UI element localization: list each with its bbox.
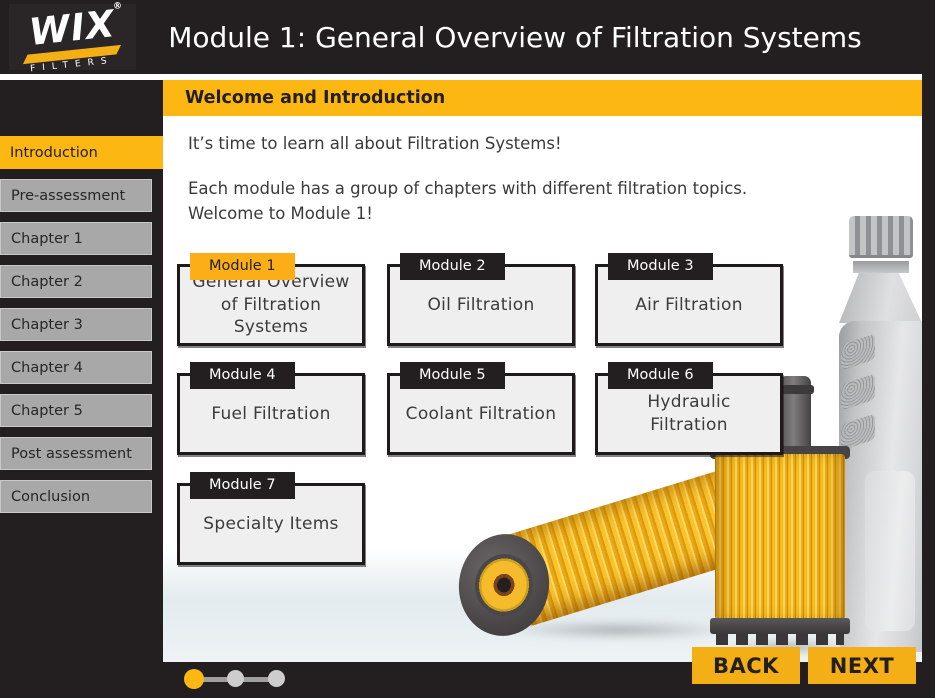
module-card-7-title: Specialty Items: [203, 513, 339, 534]
header-divider: [0, 74, 922, 80]
slide-content: Welcome and Introduction It’s time to le…: [163, 80, 922, 662]
wix-filters-logo: WIX® FILTERS: [9, 1, 136, 74]
module-card-1-tag: Module 1: [190, 253, 295, 280]
module-card-4-title: Fuel Filtration: [211, 403, 331, 424]
module-card-2-title: Oil Filtration: [427, 294, 535, 315]
bottle-collar: [853, 261, 909, 273]
module-card-7-tag: Module 7: [190, 472, 295, 499]
filter-tube-band: [776, 385, 814, 394]
bottle-grip-texture: [841, 373, 875, 411]
sidebar-item-chapter-4[interactable]: Chapter 4: [0, 351, 152, 384]
intro-line-3: Welcome to Module 1!: [188, 204, 373, 223]
bottle-grip-texture: [841, 413, 875, 451]
sidebar-item-chapter-1[interactable]: Chapter 1: [0, 222, 152, 255]
progress-dot-2[interactable]: [227, 670, 244, 687]
module-card-7[interactable]: Module 7 Specialty Items: [177, 472, 365, 565]
sidebar-item-chapter-2[interactable]: Chapter 2: [0, 265, 152, 298]
module-card-4[interactable]: Module 4 Fuel Filtration: [177, 362, 365, 455]
intro-line-2: Each module has a group of chapters with…: [188, 179, 748, 198]
bottle-body: [839, 321, 922, 652]
slide-title-banner: Welcome and Introduction: [163, 80, 922, 116]
bottle-cap: [849, 216, 913, 258]
header-bar: WIX® FILTERS Module 1: General Overview …: [0, 0, 935, 74]
next-button[interactable]: NEXT: [808, 647, 916, 684]
module-card-2-tag: Module 2: [400, 253, 505, 280]
bottle-label-panel: [865, 471, 915, 631]
progress-dot-3[interactable]: [268, 670, 285, 687]
sidebar-item-chapter-3[interactable]: Chapter 3: [0, 308, 152, 341]
sidebar-item-chapter-5[interactable]: Chapter 5: [0, 394, 152, 427]
module-card-6-title: Hydraulic Filtration: [647, 392, 731, 435]
module-card-3-title: Air Filtration: [635, 294, 743, 315]
sidebar-item-post-assessment[interactable]: Post assessment: [0, 437, 152, 470]
sidebar-item-conclusion[interactable]: Conclusion: [0, 480, 152, 513]
progress-dot-1[interactable]: [184, 669, 204, 689]
standing-filter-bottom-cap: [710, 618, 850, 634]
module-card-1[interactable]: Module 1 General Overview of Filtration …: [177, 253, 365, 346]
intro-paragraph: Each module has a group of chapters with…: [188, 176, 747, 226]
module-card-3-tag: Module 3: [608, 253, 713, 280]
back-button[interactable]: BACK: [692, 647, 800, 684]
module-card-5-tag: Module 5: [400, 362, 505, 389]
sidebar-nav: Introduction Pre-assessment Chapter 1 Ch…: [0, 80, 163, 662]
module-card-5[interactable]: Module 5 Coolant Filtration: [387, 362, 575, 455]
bottle-grip-texture: [841, 333, 875, 371]
filter-products-image: [163, 80, 922, 662]
standing-filter-feet: [716, 634, 844, 645]
module-card-4-tag: Module 4: [190, 362, 295, 389]
intro-line-1: It’s time to learn all about Filtration …: [188, 134, 562, 153]
sidebar-item-pre-assessment[interactable]: Pre-assessment: [0, 179, 152, 212]
module-card-6-tag: Module 6: [608, 362, 713, 389]
oil-bottle-image: [839, 216, 922, 652]
module-card-5-title: Coolant Filtration: [405, 403, 557, 424]
module-card-3[interactable]: Module 3 Air Filtration: [595, 253, 783, 346]
lying-filter-core: [470, 550, 538, 620]
module-card-2[interactable]: Module 2 Oil Filtration: [387, 253, 575, 346]
sidebar-item-introduction[interactable]: Introduction: [0, 136, 163, 169]
bottle-shoulder: [839, 273, 922, 323]
standing-filter-cartridge: [715, 454, 845, 620]
page-title: Module 1: General Overview of Filtration…: [168, 20, 862, 54]
module-card-6[interactable]: Module 6 Hydraulic Filtration: [595, 362, 783, 455]
module-card-1-title: General Overview of Filtration Systems: [192, 271, 350, 338]
